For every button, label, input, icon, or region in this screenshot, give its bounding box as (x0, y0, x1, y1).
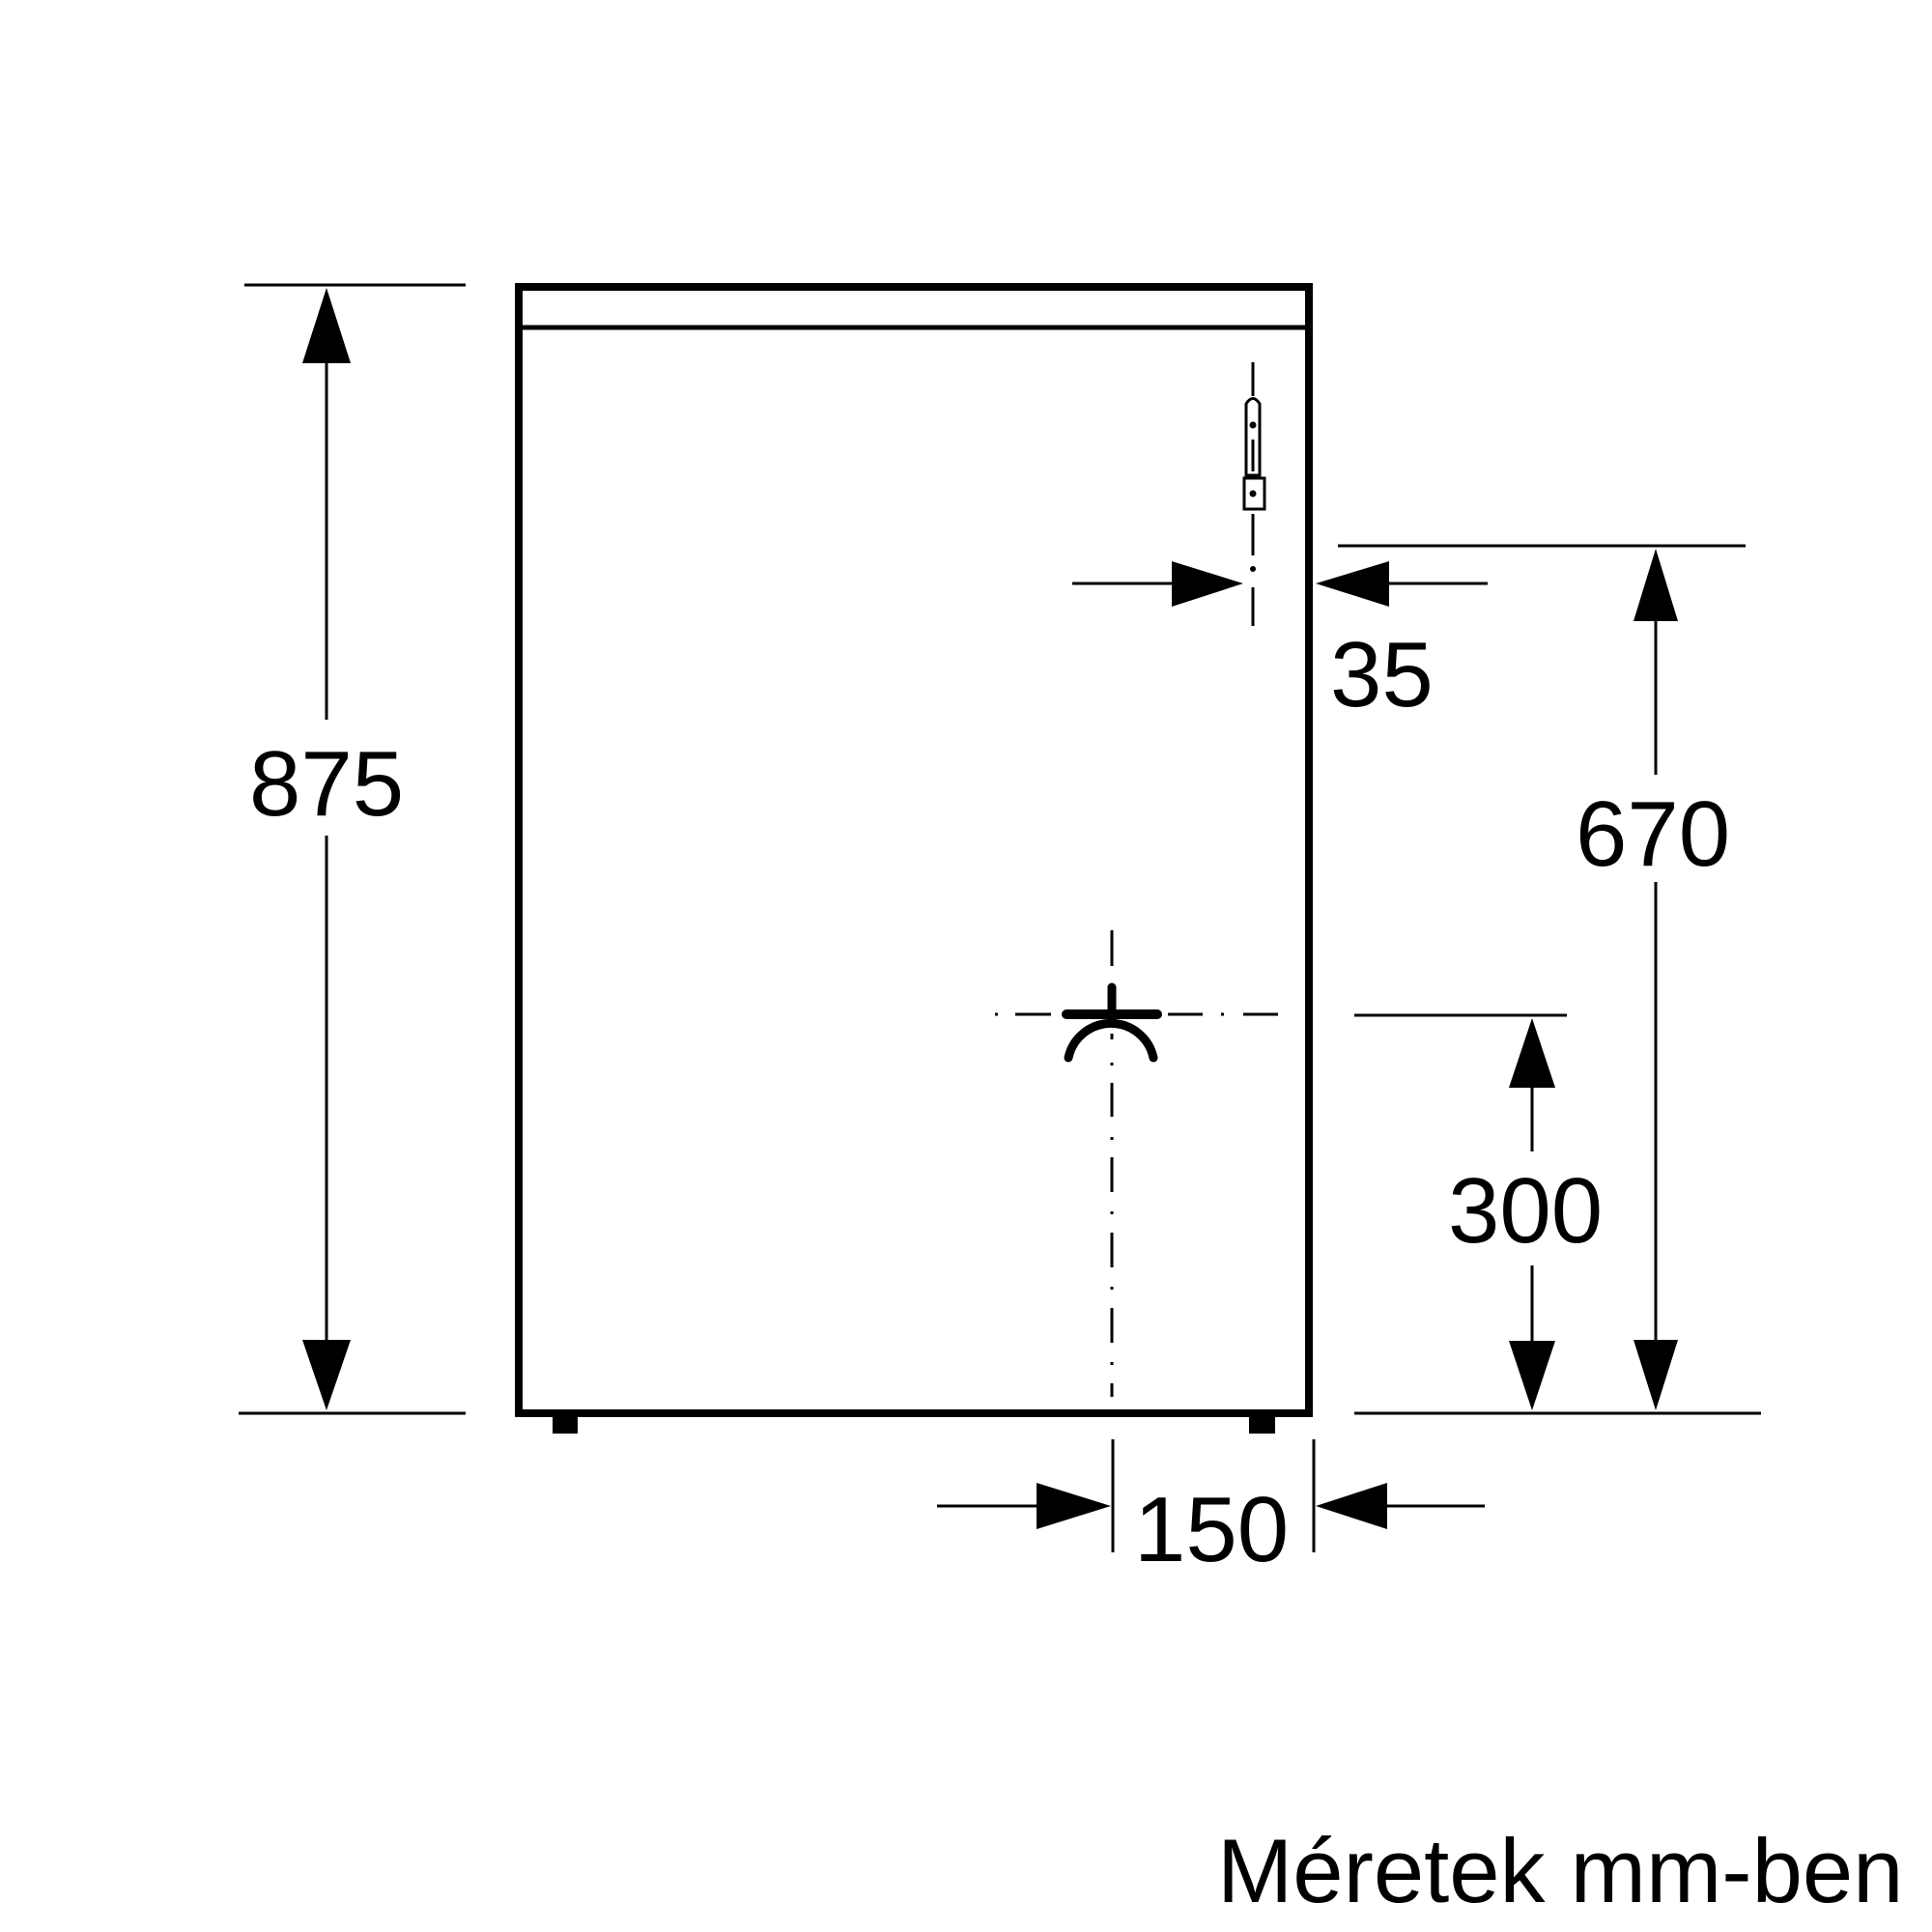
dimension-label-300: 300 (1448, 1159, 1604, 1263)
dimension-label-875: 875 (249, 732, 405, 836)
dimension-670 (1338, 544, 1761, 1415)
tap-centerlines (995, 930, 1278, 1397)
right-foot (1249, 1416, 1275, 1434)
dimension-35 (1072, 561, 1488, 607)
dimension-150 (937, 1439, 1485, 1552)
dimension-875 (239, 283, 466, 1415)
dimension-label-670: 670 (1576, 782, 1731, 886)
appliance-body (515, 283, 1313, 1434)
left-foot (553, 1416, 578, 1434)
dimension-300 (1354, 1013, 1567, 1410)
sensor-probe-icon (1242, 362, 1266, 626)
dimension-label-150: 150 (1134, 1478, 1290, 1581)
water-tap-connection-icon (1062, 982, 1162, 1063)
units-caption: Méretek mm-ben (1217, 1820, 1904, 1921)
dimension-label-35: 35 (1330, 623, 1434, 726)
